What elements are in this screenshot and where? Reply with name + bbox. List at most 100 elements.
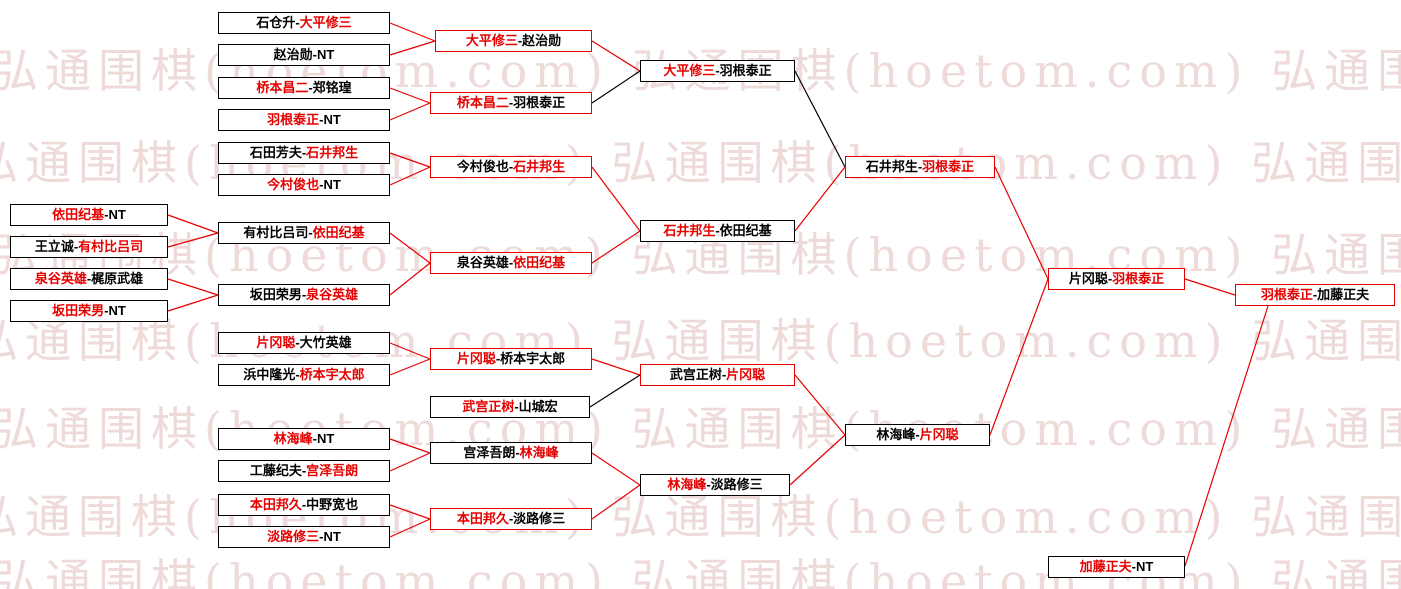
match-box-b2[interactable]: 赵治勋-NT [218, 44, 390, 66]
match-box-b33[interactable]: 林海峰-片冈聪 [845, 424, 990, 446]
player-name[interactable]: 石井邦生 [306, 145, 359, 160]
player-name[interactable]: 本田邦久 [456, 511, 509, 526]
match-box-b22[interactable]: 今村俊也-石井邦生 [430, 156, 592, 178]
match-box-b13[interactable]: 片冈聪-大竹英雄 [218, 332, 390, 354]
player-name[interactable]: 泉谷英雄 [34, 271, 87, 286]
player-name: -羽根泰正 [508, 95, 566, 110]
player-name: 浜中隆光- [243, 367, 300, 382]
match-box-b9[interactable]: 泉谷英雄-梶原武雄 [10, 268, 168, 290]
player-name[interactable]: 有村比吕司 [78, 239, 144, 254]
player-name[interactable]: 林海峰 [273, 431, 313, 446]
match-box-b29[interactable]: 石井邦生-依田纪基 [640, 220, 795, 242]
match-box-b4[interactable]: 羽根泰正-NT [218, 109, 390, 131]
player-name[interactable]: 桥本昌二 [456, 95, 509, 110]
match-box-b18[interactable]: 本田邦久-中野宽也 [218, 494, 390, 516]
match-box-b23[interactable]: 泉谷英雄-依田纪基 [430, 252, 592, 274]
player-name[interactable]: 依田纪基 [312, 225, 365, 240]
bracket-edge [589, 374, 641, 408]
player-name[interactable]: 今村俊也 [267, 177, 320, 192]
match-box-b26[interactable]: 宫泽吾朗-林海峰 [430, 442, 592, 464]
player-name[interactable]: 片冈聪 [726, 367, 766, 382]
match-box-b11[interactable]: 有村比吕司-依田纪基 [218, 222, 390, 244]
player-name[interactable]: 片冈聪 [919, 427, 959, 442]
player-name[interactable]: 林海峰 [519, 445, 559, 460]
match-box-b3[interactable]: 桥本昌二-郑铭瑝 [218, 77, 390, 99]
player-name: -桥本宇太郎 [495, 351, 566, 366]
watermark-text: 弘通围棋(hoetom.com) 弘通围棋(hoetom.com) 弘通围棋(h… [0, 314, 1401, 368]
player-name[interactable]: 桥本昌二 [256, 80, 309, 95]
player-name[interactable]: 羽根泰正 [267, 112, 320, 127]
player-name: 片冈聪- [1068, 271, 1113, 286]
match-box-b7[interactable]: 依田纪基-NT [10, 204, 168, 226]
match-box-b24[interactable]: 片冈聪-桥本宇太郎 [430, 348, 592, 370]
watermark-text: 弘通围棋(hoetom.com) 弘通围棋(hoetom.com) 弘通围棋(h… [0, 136, 1401, 190]
player-name: 石井邦生- [865, 159, 923, 174]
player-name[interactable]: 桥本宇太郎 [299, 367, 365, 382]
bracket-edge [389, 262, 431, 296]
player-name[interactable]: 本田邦久 [249, 497, 302, 512]
bracket-edge [389, 438, 431, 454]
player-name[interactable]: 加藤正夫 [1079, 559, 1132, 574]
match-box-b32[interactable]: 石井邦生-羽根泰正 [845, 156, 995, 178]
bracket-edge [1184, 278, 1236, 296]
player-name[interactable]: 坂田荣男 [52, 303, 105, 318]
player-name[interactable]: 羽根泰正 [1260, 287, 1313, 302]
match-box-b30[interactable]: 武宫正树-片冈聪 [640, 364, 795, 386]
match-box-b20[interactable]: 大平修三-赵治勋 [435, 30, 592, 52]
match-box-b25[interactable]: 武宫正树-山城宏 [430, 396, 590, 418]
match-box-b31[interactable]: 林海峰-淡路修三 [640, 474, 790, 496]
player-name: 有村比吕司- [243, 225, 313, 240]
bracket-edge [389, 232, 431, 264]
player-name[interactable]: 羽根泰正 [922, 159, 975, 174]
match-box-b14[interactable]: 浜中隆光-桥本宇太郎 [218, 364, 390, 386]
player-name[interactable]: 大平修三 [663, 63, 716, 78]
match-box-b6[interactable]: 今村俊也-NT [218, 174, 390, 196]
player-name[interactable]: 淡路修三 [267, 529, 320, 544]
watermark-text: 弘通围棋(hoetom.com) 弘通围棋(hoetom.com) 弘通围棋(h… [0, 490, 1401, 544]
match-box-b36[interactable]: 加藤正夫-NT [1048, 556, 1185, 578]
player-name[interactable]: 泉谷英雄 [306, 287, 359, 302]
player-name[interactable]: 依田纪基 [513, 255, 566, 270]
match-box-b1[interactable]: 石仓升-大平修三 [218, 12, 390, 34]
player-name[interactable]: 片冈聪 [456, 351, 496, 366]
match-box-b12[interactable]: 坂田荣男-泉谷英雄 [218, 284, 390, 306]
bracket-edge [989, 278, 1049, 436]
match-box-b10[interactable]: 坂田荣男-NT [10, 300, 168, 322]
match-box-b35[interactable]: 羽根泰正-加藤正夫 [1235, 284, 1395, 306]
player-name[interactable]: 羽根泰正 [1112, 271, 1165, 286]
match-box-b28[interactable]: 大平修三-羽根泰正 [640, 60, 795, 82]
match-box-b17[interactable]: 工藤纪夫-宫泽吾朗 [218, 460, 390, 482]
player-name[interactable]: 片冈聪 [256, 335, 296, 350]
player-name[interactable]: 宫泽吾朗 [306, 463, 359, 478]
player-name[interactable]: 林海峰 [667, 477, 707, 492]
player-name: -中野宽也 [301, 497, 359, 512]
match-box-b8[interactable]: 王立诚-有村比吕司 [10, 236, 168, 258]
bracket-edge [389, 40, 436, 56]
player-name: -梶原武雄 [86, 271, 144, 286]
watermark-text: 弘通围棋(hoetom.com) 弘通围棋(hoetom.com) 弘通围棋(h… [0, 554, 1401, 589]
player-name[interactable]: 石井邦生 [513, 159, 566, 174]
match-box-b27[interactable]: 本田邦久-淡路修三 [430, 508, 592, 530]
match-box-b21[interactable]: 桥本昌二-羽根泰正 [430, 92, 592, 114]
player-name[interactable]: 石井邦生 [663, 223, 716, 238]
bracket-edge [794, 374, 846, 436]
bracket-edge [591, 166, 641, 232]
bracket-edge [167, 214, 219, 234]
bracket-edge [789, 434, 846, 486]
player-name[interactable]: 大平修三 [465, 33, 518, 48]
player-name: 工藤纪夫- [249, 463, 307, 478]
bracket-edge [389, 452, 431, 472]
player-name[interactable]: 武宫正树 [462, 399, 515, 414]
match-box-b34[interactable]: 片冈聪-羽根泰正 [1048, 268, 1185, 290]
player-name: 坂田荣男- [249, 287, 307, 302]
match-box-b5[interactable]: 石田芳夫-石井邦生 [218, 142, 390, 164]
match-box-b16[interactable]: 林海峰-NT [218, 428, 390, 450]
player-name: 石田芳夫- [249, 145, 307, 160]
player-name[interactable]: 依田纪基 [52, 207, 105, 222]
bracket-edge [167, 232, 219, 248]
bracket-edge [389, 358, 431, 376]
bracket-edge [591, 452, 641, 486]
match-box-b19[interactable]: 淡路修三-NT [218, 526, 390, 548]
player-name[interactable]: 大平修三 [299, 15, 352, 30]
player-name: -大竹英雄 [295, 335, 352, 350]
